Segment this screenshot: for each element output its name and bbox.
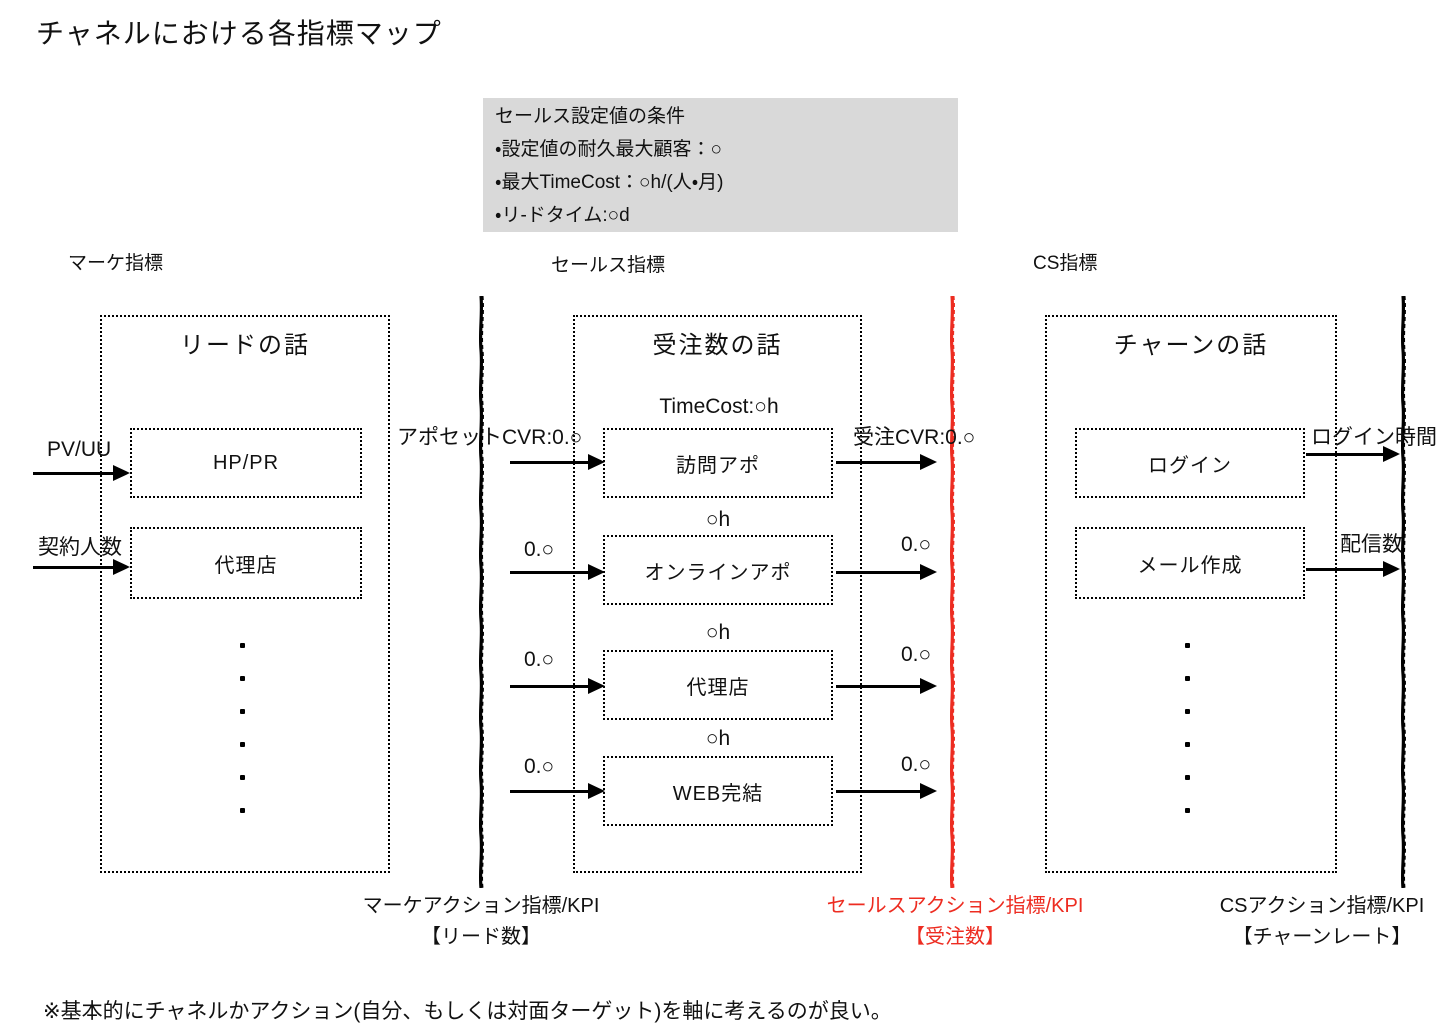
label-order-cvr: 受注CVR:0.○ [853,426,976,449]
node-visit-appointment: 訪問アポ [603,428,833,498]
arrow-contracts-to-agency [33,559,130,575]
column-header-sales: セールス指標 [551,255,666,276]
kpi-caption-line2: 【リード数】 [420,926,541,948]
arrow-out-login [1306,446,1400,462]
label-in-cvr-value: 0.○ [524,538,555,561]
label-login-time: ログイン時間 [1311,426,1437,449]
node-online-appointment: オンラインアポ [603,535,833,605]
label-contract-count: 契約人数 [38,536,122,559]
column-header-cs: CS指標 [1033,253,1098,274]
divider-line-sales-kpi [949,296,955,888]
kpi-caption-line2: 【チャーンレート】 [1232,926,1412,948]
label-in-cvr-value: 0.○ [524,648,555,671]
group-box-title: リードの話 [180,332,310,359]
condition-item: ・設定値の耐久最大顧客：○ [495,139,722,160]
label-delivery-count: 配信数 [1340,533,1403,556]
arrow-pvuu-to-hp-pr [33,465,130,481]
label-appointment-cvr: アポセットCVR:0.○ [397,426,583,449]
node-agency-marketing: 代理店 [130,527,362,599]
footnote: ※基本的にチャネルかアクション(自分、もしくは対面ターゲット)を軸に考えるのが良… [43,1000,892,1023]
group-box-title: チャーンの話 [1113,332,1269,359]
group-box-leads: リードの話 [100,315,390,873]
condition-item: ・最大TimeCost：○h/(人・月) [495,172,724,193]
kpi-caption-marketing: マーケアクション指標/KPI 【リード数】 [363,891,600,953]
vertical-ellipsis [1185,643,1190,813]
arrow-in-visit-appointment [510,454,605,470]
condition-item: ・リ-ドタイム:○d [495,205,630,226]
group-box-orders: 受注数の話 [573,315,862,873]
arrow-in-agency-sales [510,678,605,694]
group-box-title: 受注数の話 [652,332,783,359]
group-box-churn: チャーンの話 [1045,315,1337,873]
label-timecost: TimeCost:○h [659,395,779,418]
label-pv-uu: PV/UU [47,438,112,461]
sales-conditions-note: セールス設定値の条件 ・設定値の耐久最大顧客：○ ・最大TimeCost：○h/… [483,98,958,232]
arrow-in-online-appointment [510,564,605,580]
column-header-marketing: マーケ指標 [68,253,164,274]
page-title: チャネルにおける各指標マップ [36,18,442,49]
node-hp-pr: HP/PR [130,428,362,498]
label-out-cvr-value: 0.○ [901,533,932,556]
node-mail-create: メール作成 [1075,527,1305,599]
arrow-in-web-complete [510,783,605,799]
node-agency-sales: 代理店 [603,650,833,720]
kpi-caption-line2: 【受注数】 [904,926,1005,948]
conditions-title: セールス設定値の条件 [495,106,686,127]
divider-line-cs-kpi [1400,296,1406,888]
arrow-out-visit-appointment [836,454,937,470]
label-hours: ○h [705,508,731,531]
label-hours: ○h [705,727,731,750]
arrow-out-online-appointment [836,564,937,580]
label-out-cvr-value: 0.○ [901,643,932,666]
label-out-cvr-value: 0.○ [901,753,932,776]
kpi-caption-cs: CSアクション指標/KPI 【チャーンレート】 [1220,891,1425,953]
arrow-out-mail-create [1306,561,1400,577]
kpi-caption-line1: セールスアクション指標/KPI [826,895,1084,917]
kpi-caption-line1: CSアクション指標/KPI [1219,895,1425,917]
arrow-out-web-complete [836,783,937,799]
node-web-complete: WEB完結 [603,756,833,826]
kpi-caption-sales: セールスアクション指標/KPI 【受注数】 [827,891,1084,953]
label-hours: ○h [705,621,731,644]
label-in-cvr-value: 0.○ [524,755,555,778]
divider-line-marketing-kpi [478,296,484,888]
kpi-caption-line1: マーケアクション指標/KPI [362,895,600,917]
vertical-ellipsis [240,643,245,813]
node-login: ログイン [1075,428,1305,498]
arrow-out-agency-sales [836,678,937,694]
